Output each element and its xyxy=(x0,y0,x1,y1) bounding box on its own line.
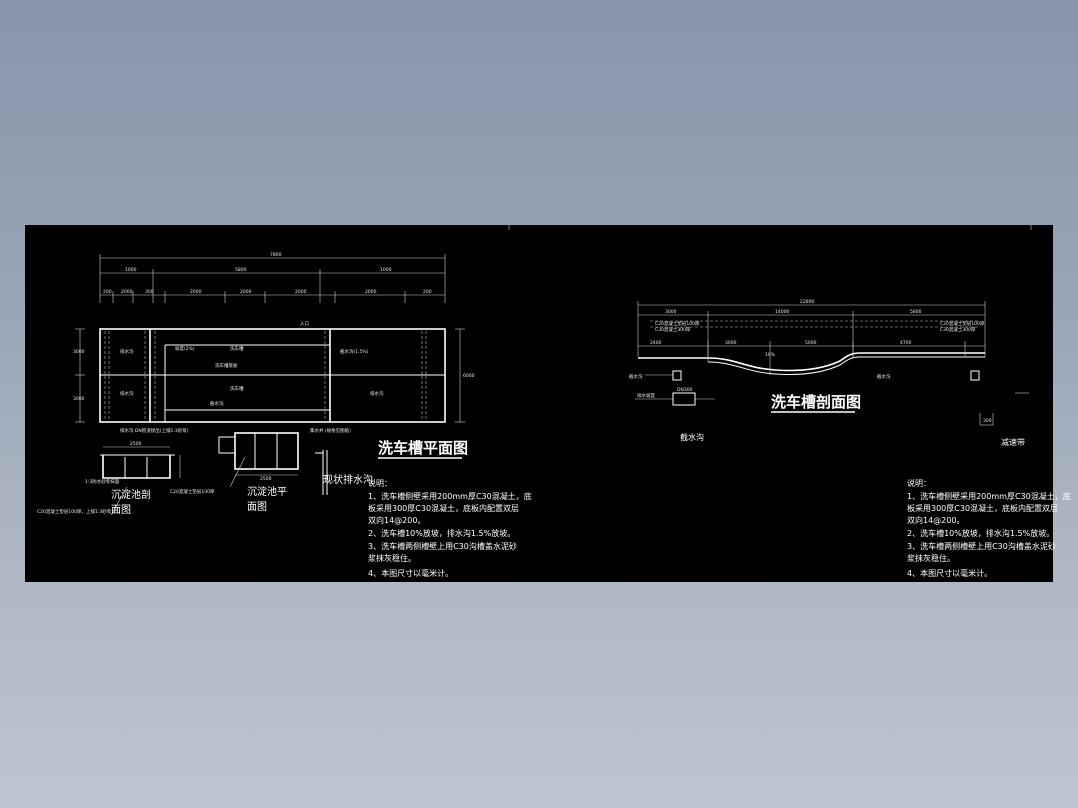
left-note-line: 浆抹灰稳住。 xyxy=(368,553,416,563)
svg-text:C30混凝土300厚: C30混凝土300厚 xyxy=(940,326,976,333)
sed-tank-section-title-line1: 沉淀池剖 xyxy=(111,488,151,501)
svg-text:3000: 3000 xyxy=(665,309,677,315)
svg-text:排水沟: 排水沟 xyxy=(370,390,384,397)
svg-text:2000: 2000 xyxy=(190,289,202,295)
left-plan-drawing: 7800 1000 5800 1000 200 2000 300 2000 20… xyxy=(37,252,475,516)
svg-text:C20混凝土垫层100厚: C20混凝土垫层100厚 xyxy=(170,488,215,495)
svg-text:3000: 3000 xyxy=(725,340,737,346)
sed-tank-plan-title-line1: 沉淀池平 xyxy=(247,485,287,498)
svg-text:22800: 22800 xyxy=(800,299,814,305)
svg-text:2000: 2000 xyxy=(121,289,133,295)
svg-text:C30混凝土300厚: C30混凝土300厚 xyxy=(655,326,691,333)
right-note-line: 1、洗车槽侧壁采用200mm厚C30混凝土，底 xyxy=(907,491,1071,501)
right-note-line: 双向14@200。 xyxy=(907,515,964,525)
svg-text:洗车槽底板: 洗车槽底板 xyxy=(215,362,238,369)
intercept-drain-label: 截水沟 xyxy=(680,432,704,442)
svg-text:截水沟: 截水沟 xyxy=(629,373,643,380)
svg-text:6000: 6000 xyxy=(463,373,475,379)
left-note-line: 1、洗车槽侧壁采用200mm厚C30混凝土，底 xyxy=(368,491,532,501)
svg-text:排水沟: 排水沟 xyxy=(120,348,134,355)
right-note-line: 3、洗车槽两侧槽壁上用C30沟槽盖水泥砂 xyxy=(907,541,1056,551)
svg-text:C20混凝土垫层100厚: C20混凝土垫层100厚 xyxy=(655,320,700,327)
svg-text:2500: 2500 xyxy=(260,476,272,482)
svg-text:7800: 7800 xyxy=(270,252,282,258)
svg-text:截水沟: 截水沟 xyxy=(210,400,224,407)
svg-text:2400: 2400 xyxy=(650,340,662,346)
left-notes: 说明： 1、洗车槽侧壁采用200mm厚C30混凝土，底 板采用300厚C30混凝… xyxy=(368,478,532,578)
svg-text:1000: 1000 xyxy=(125,267,137,273)
svg-text:1000: 1000 xyxy=(380,267,392,273)
svg-text:300: 300 xyxy=(145,289,154,295)
svg-text:入口: 入口 xyxy=(300,321,309,327)
svg-text:C20混凝土垫层100厚，上铺1:3砂浆: C20混凝土垫层100厚，上铺1:3砂浆 xyxy=(37,508,112,515)
svg-text:5000: 5000 xyxy=(805,340,817,346)
left-note-line: 双向14@200。 xyxy=(368,515,425,525)
sed-tank-plan-title-line2: 面图 xyxy=(247,501,267,513)
right-note-line: 浆抹灰稳住。 xyxy=(907,553,955,563)
svg-text:2000: 2000 xyxy=(365,289,377,295)
left-note-line: 板采用300厚C30混凝土，底板内配置双层 xyxy=(368,503,519,513)
svg-text:C20混凝土垫层100厚: C20混凝土垫层100厚 xyxy=(940,320,985,327)
right-note-line: 2、洗车槽10%放坡，排水沟1.5%放坡。 xyxy=(907,528,1054,538)
cad-drawing-sheet: 7800 1000 5800 1000 200 2000 300 2000 20… xyxy=(25,225,1071,582)
svg-text:300: 300 xyxy=(983,418,992,424)
right-section-drawing: 22800 3000 14000 5800 C20混凝土垫层100厚 C30混凝… xyxy=(629,299,1029,426)
svg-text:3000: 3000 xyxy=(73,349,85,355)
svg-text:14000: 14000 xyxy=(775,309,789,315)
svg-text:1:3防水砂浆抹面: 1:3防水砂浆抹面 xyxy=(85,478,120,485)
svg-text:洗车槽: 洗车槽 xyxy=(230,385,244,392)
svg-text:截水沟(1.5%): 截水沟(1.5%) xyxy=(340,348,369,355)
right-notes: 说明： 1、洗车槽侧壁采用200mm厚C30混凝土，底 板采用300厚C30混凝… xyxy=(907,478,1071,578)
svg-text:10%: 10% xyxy=(765,352,776,358)
svg-text:3000: 3000 xyxy=(73,396,85,402)
wash-trough-plan-title: 洗车槽平面图 xyxy=(378,439,468,457)
left-note-line: 2、洗车槽10%放坡，排水沟1.5%放坡。 xyxy=(368,528,515,538)
cad-drawing: 7800 1000 5800 1000 200 2000 300 2000 20… xyxy=(37,225,1071,578)
left-notes-heading: 说明： xyxy=(368,478,392,488)
svg-text:200: 200 xyxy=(103,289,112,295)
svg-text:4700: 4700 xyxy=(900,340,912,346)
svg-text:5800: 5800 xyxy=(910,309,922,315)
svg-text:洗车槽: 洗车槽 xyxy=(230,345,244,352)
wash-trough-section-title: 洗车槽剖面图 xyxy=(771,393,861,411)
sed-tank-section-title-line2: 面图 xyxy=(111,504,131,516)
right-note-line: 板采用300厚C30混凝土，底板内配置双层 xyxy=(907,503,1058,513)
existing-drain-label: 现状排水沟 xyxy=(323,473,373,486)
left-note-line: 3、洗车槽两侧槽壁上用C30沟槽盖水泥砂 xyxy=(368,541,517,551)
svg-text:排水沟: 排水沟 xyxy=(120,390,134,397)
svg-text:200: 200 xyxy=(423,289,432,295)
svg-text:排水坡度: 排水坡度 xyxy=(637,392,655,399)
left-note-line: 4、本图尺寸以毫米计。 xyxy=(368,568,453,578)
svg-text:DN300: DN300 xyxy=(677,387,693,393)
svg-text:2500: 2500 xyxy=(130,441,142,447)
svg-text:集水井 (规格见图纸): 集水井 (规格见图纸) xyxy=(310,427,351,434)
right-note-line: 4、本图尺寸以毫米计。 xyxy=(907,568,992,578)
svg-text:2000: 2000 xyxy=(295,289,307,295)
svg-text:2000: 2000 xyxy=(240,289,252,295)
svg-text:坡度(2%): 坡度(2%) xyxy=(175,345,195,352)
speed-bump-label: 减速带 xyxy=(1001,437,1025,447)
right-notes-heading: 说明： xyxy=(907,478,931,488)
svg-text:排水沟 DN管道接出(上铺1:3砂浆): 排水沟 DN管道接出(上铺1:3砂浆) xyxy=(120,427,189,434)
svg-text:5800: 5800 xyxy=(235,267,247,273)
svg-text:截水沟: 截水沟 xyxy=(877,373,891,380)
